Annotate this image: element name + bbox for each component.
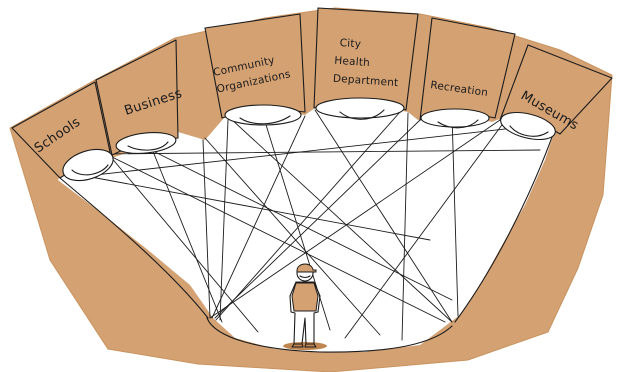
person-body [289,281,321,345]
spotlight-housings [11,7,613,182]
spotlight-community-lens [224,104,302,126]
beam-lines [63,109,551,341]
person-figure [283,263,327,350]
label-health: City Health Department [333,37,402,89]
beam-edges [59,125,557,323]
spotlight-recreation-lens [420,108,490,128]
person-cap [296,263,317,273]
spotlight-museums-lens [500,111,556,141]
stage-outline [206,317,453,353]
spotlight-health-lens [315,97,405,119]
person-shirt [291,282,319,312]
spotlight-business-lens [115,132,177,154]
